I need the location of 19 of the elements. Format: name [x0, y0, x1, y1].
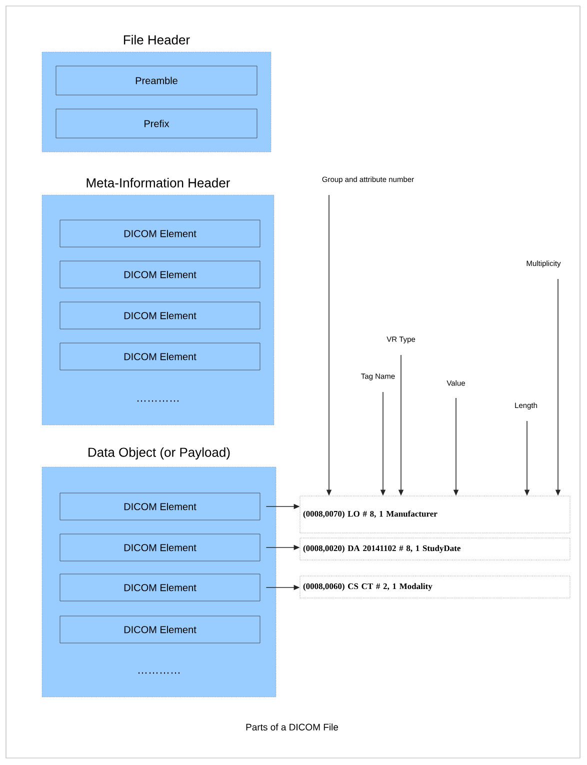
element-box: DICOM Element	[60, 534, 260, 562]
record-box: (0008,0070) LO # 8, 1 Manufacturer	[300, 496, 570, 534]
element-box: DICOM Element	[60, 616, 260, 644]
section-heading: File Header	[124, 34, 190, 44]
record-box: (0008,0020) DA 20141102 # 8, 1 StudyDate	[300, 538, 570, 560]
element-box: DICOM Element	[60, 574, 260, 602]
element-box: DICOM Element	[60, 492, 260, 520]
caption: Parts of a DICOM File	[246, 724, 338, 730]
element-box: DICOM Element	[60, 260, 260, 288]
ellipsis-text: …………	[138, 400, 178, 402]
element-box: DICOM Element	[60, 342, 260, 370]
record-box: (0008,0060) CS CT # 2, 1 Modality	[300, 576, 570, 598]
element-box: Preamble	[56, 66, 258, 96]
element-box: Prefix	[56, 108, 258, 138]
ellipsis-text: …………	[138, 672, 180, 674]
element-box: DICOM Element	[60, 302, 260, 330]
element-box: DICOM Element	[60, 220, 260, 248]
section-heading: Meta-Information Header	[86, 178, 230, 188]
section-heading: Data Object (or Payload)	[88, 447, 230, 460]
